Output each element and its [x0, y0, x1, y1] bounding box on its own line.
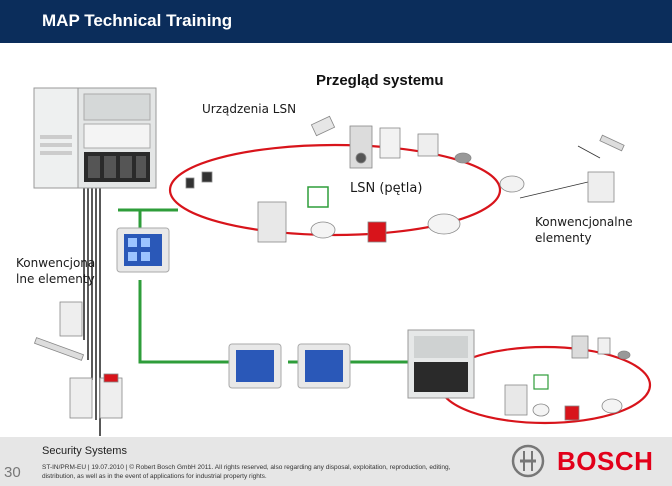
- conventional-right-label: Konwencjonalne elementy: [535, 215, 633, 245]
- pointer-line-top: [577, 145, 601, 159]
- brand-wordmark: BOSCH: [557, 446, 654, 476]
- diagram-heading: Przegląd systemu: [316, 72, 444, 89]
- conventional-wires: [83, 188, 101, 436]
- header-title: MAP Technical Training: [42, 11, 233, 30]
- control-panel-cabinet: [33, 87, 157, 189]
- conventional-left-label: Konwencjona lne elementy: [16, 256, 96, 286]
- control-panel-secondary: [407, 329, 475, 399]
- header-bar: MAP Technical Training: [0, 0, 672, 43]
- system-diagram: [33, 87, 652, 436]
- lower-loop-devices: [504, 335, 631, 421]
- lsn-device-icons: [310, 115, 625, 203]
- keypad-panel-top: [116, 227, 170, 273]
- footer-subtitle: Security Systems: [42, 445, 127, 457]
- page-number: 30: [4, 464, 21, 481]
- footer-bar: [0, 437, 672, 486]
- lsn-devices-label: Urządzenia LSN: [202, 102, 297, 116]
- lsn-loop-label: LSN (pętla): [350, 181, 423, 196]
- lsn-loop-devices: [185, 171, 461, 243]
- bosch-logo-icon: [511, 444, 545, 478]
- footer-copyright: ST-IN/PRM-EU | 19.07.2010 | © Robert Bos…: [42, 464, 451, 480]
- conventional-device-icons: [33, 301, 123, 419]
- lsn-loop-main: [168, 143, 502, 237]
- keypad-panel-lower-left: [228, 343, 282, 389]
- keypad-panel-lower-right: [297, 343, 351, 389]
- pointer-line-right: [519, 181, 589, 199]
